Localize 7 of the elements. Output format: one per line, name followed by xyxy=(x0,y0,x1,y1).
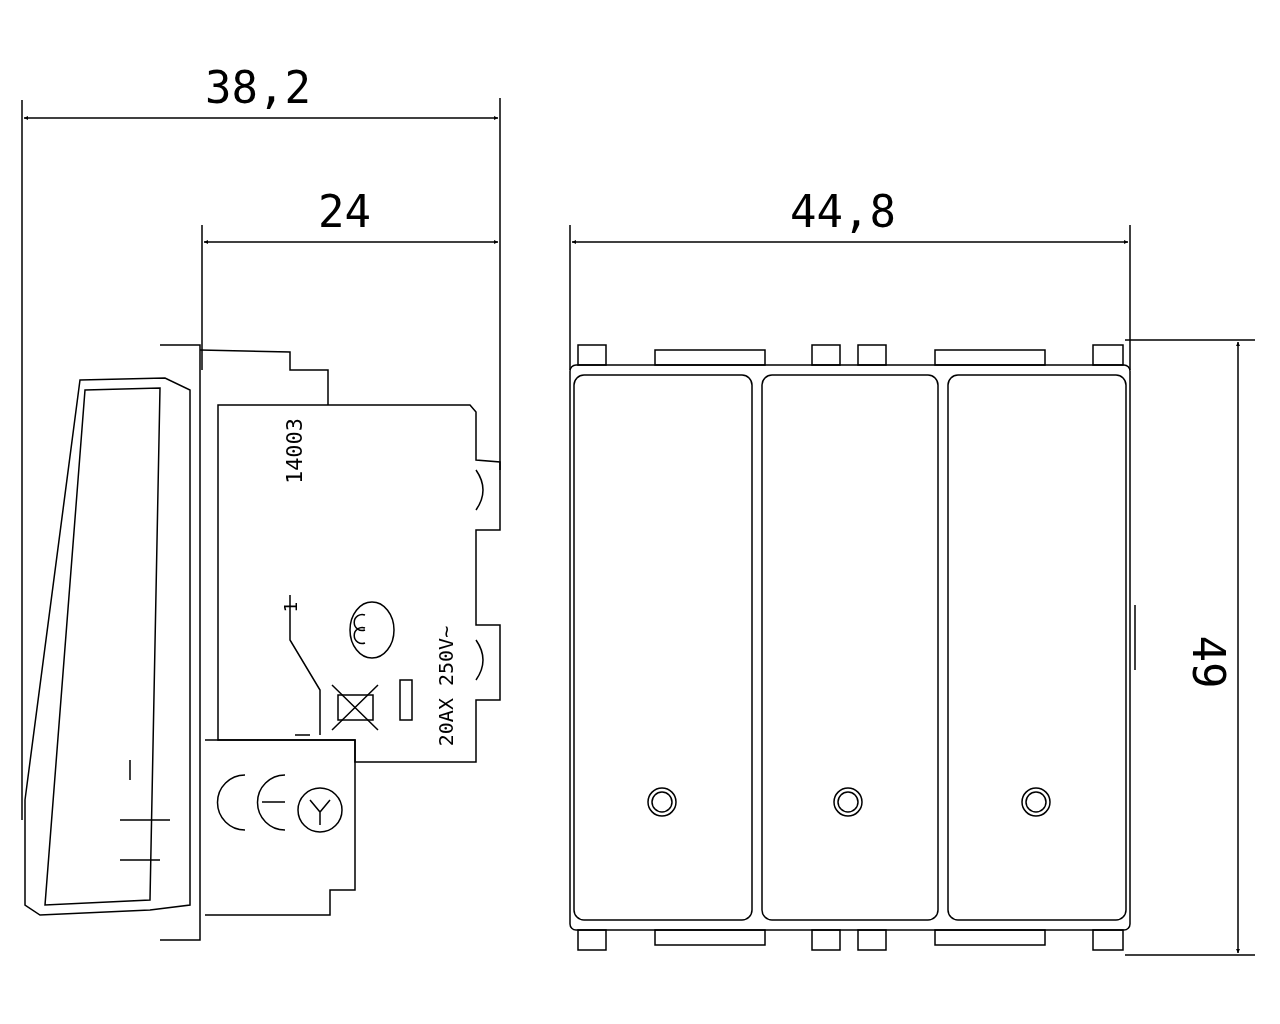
dimension-value: 44,8 xyxy=(790,190,896,234)
dimension-value: 24 xyxy=(318,190,371,234)
terminal-number: 1 xyxy=(282,601,301,613)
dimension-value: 49 xyxy=(1186,635,1231,689)
dimension-value: 38,2 xyxy=(205,66,311,110)
rating-text: 20AX 250V~ xyxy=(436,625,457,747)
model-number: 14003 xyxy=(284,417,307,485)
